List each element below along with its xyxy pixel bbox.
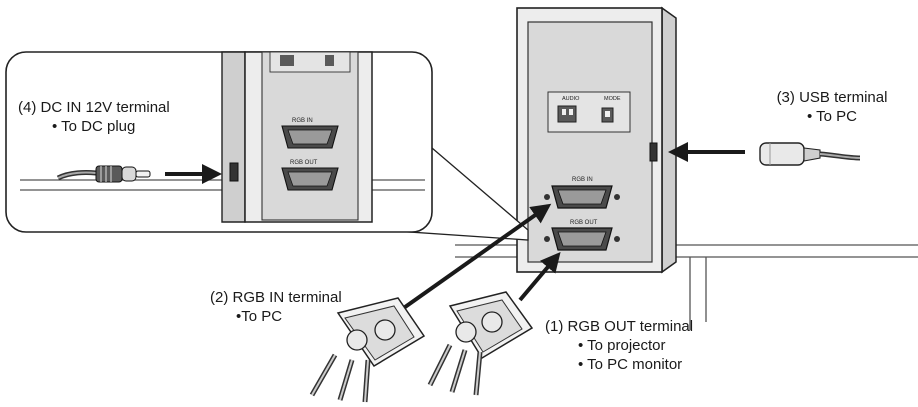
vga-connector-rgb-out [427,291,534,396]
label-rgb-out-title: (1) RGB OUT terminal [545,318,694,335]
zoom-rgb-out-label: RGB OUT [290,160,318,166]
label-rgb-in: (2) RGB IN terminal •To PC [210,288,342,326]
rgb-out-port-label: RGB OUT [570,220,598,226]
rgb-in-arrow [396,203,552,314]
label-rgb-out: (1) RGB OUT terminal • To projector • To… [545,317,693,374]
label-rgb-in-bullet: •To PC [236,308,283,325]
label-rgb-out-bullet-2: • To PC monitor [578,356,683,373]
label-usb-title: (3) USB terminal [776,89,888,106]
vga-connector-rgb-in [309,297,426,403]
label-rgb-in-title: (2) RGB IN terminal [210,289,342,306]
label-dc-in-title: (4) DC IN 12V terminal [18,99,170,116]
label-rgb-out-bullet-1: • To projector [578,337,666,354]
rgb-out-arrow [518,251,561,302]
zoom-callout: RGB IN RGB OUT [5,51,529,241]
label-dc-in-bullet: • To DC plug [52,118,136,135]
usb-port [649,142,658,162]
switch-panel: AUDIO MODE [547,91,631,133]
switch-right-label: MODE [604,96,621,102]
label-dc-in: (4) DC IN 12V terminal • To DC plug [18,98,170,136]
zoom-rgb-in-label: RGB IN [292,118,313,124]
switch-left-label: AUDIO [562,96,580,102]
usb-plug [759,142,861,166]
label-usb: (3) USB terminal • To PC [752,88,912,126]
device-main: AUDIO MODE RGB IN RGB OUT [516,6,677,274]
rgb-in-port-label: RGB IN [572,177,593,183]
device-zoom: RGB IN RGB OUT [221,51,373,223]
label-usb-bullet: • To PC [807,108,857,125]
rgb-out-port [544,227,620,251]
rgb-in-port [544,185,620,209]
dc-jack [229,162,239,182]
dc-plug [56,165,151,183]
